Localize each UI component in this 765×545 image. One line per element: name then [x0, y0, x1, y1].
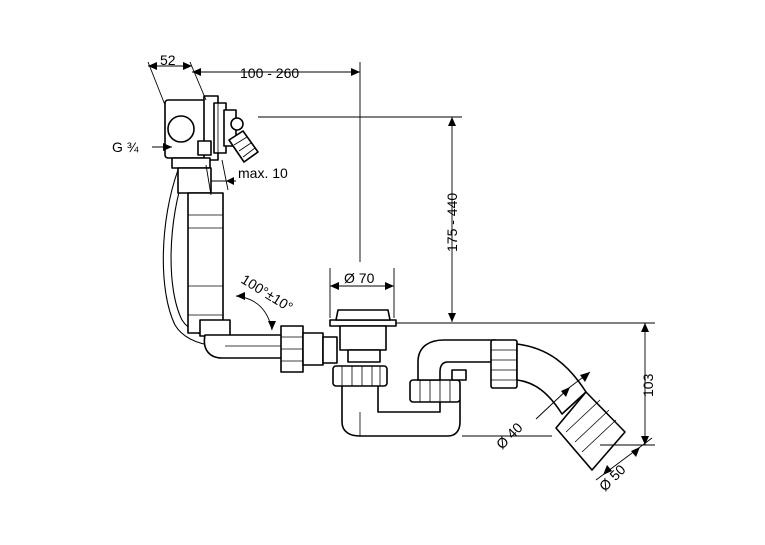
waste-body: [329, 309, 626, 471]
dim-103-label: 103: [640, 373, 656, 397]
dim-52-label: 52: [160, 52, 176, 68]
dim-thread-label: G ¾: [112, 139, 139, 155]
dim-100-260-label: 100 - 260: [240, 65, 299, 81]
dim-dia50-label: Ø 50: [596, 461, 629, 494]
overflow-pipe: [203, 325, 338, 373]
dim-175-440-label: 175 - 440: [444, 193, 460, 252]
dim-dia70-label: Ø 70: [344, 270, 375, 286]
dim-max10-label: max. 10: [238, 165, 288, 181]
dimension-lines: [147, 61, 655, 481]
dim-angle-label: 100°±10°: [238, 271, 296, 315]
overflow-fill-unit: [162, 95, 286, 348]
